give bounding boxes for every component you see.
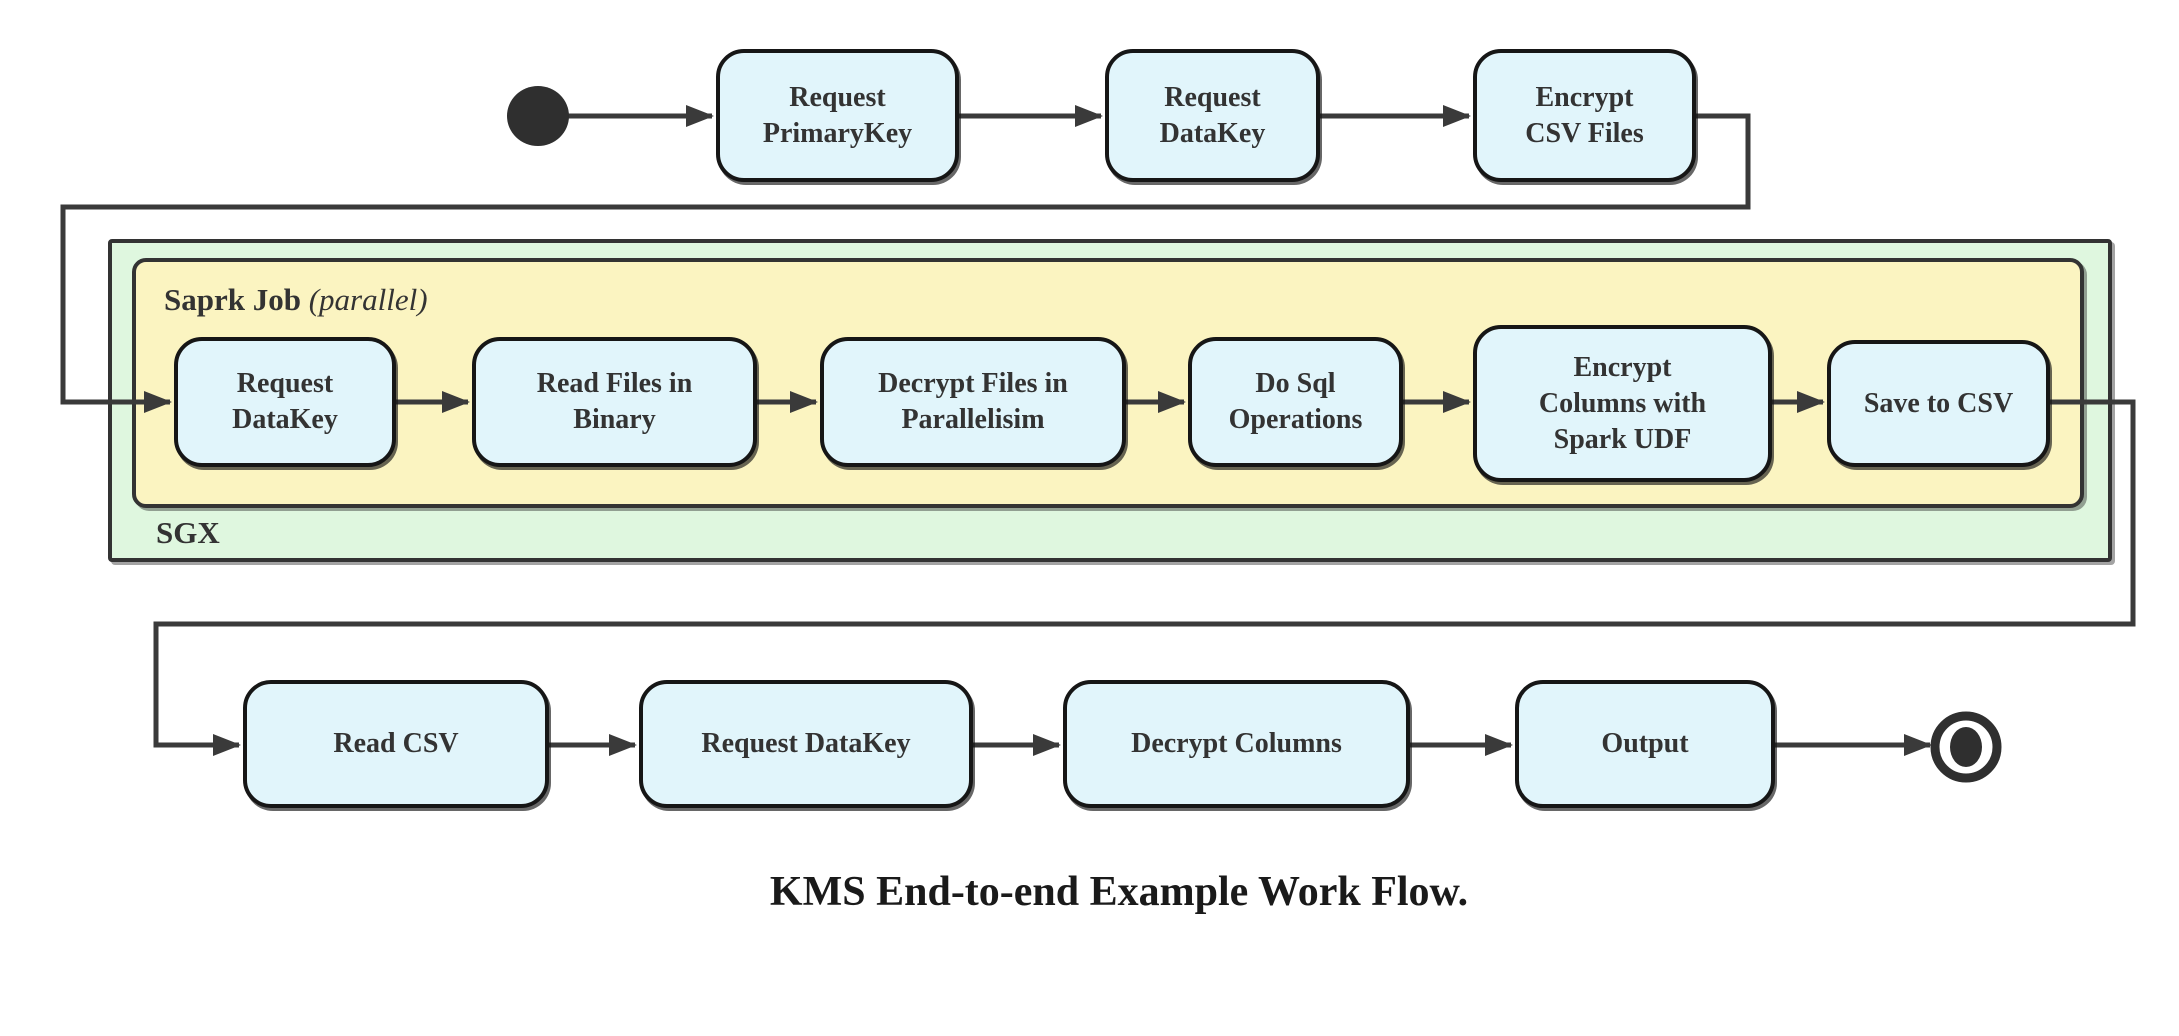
node-label-line: CSV Files: [1525, 117, 1644, 149]
node-label-line: Decrypt Columns: [1131, 728, 1342, 759]
node-label-line: Request DataKey: [701, 728, 911, 759]
node-label-line: Operations: [1228, 404, 1363, 435]
node-label-line: Request: [789, 81, 886, 113]
node-label-line: Request: [236, 368, 334, 399]
node-label-line: Output: [1601, 728, 1689, 759]
node-output: Output: [1515, 680, 1775, 808]
node-label-line: Binary: [573, 404, 656, 435]
node-label-line: Read CSV: [333, 728, 459, 759]
node-label-line: DataKey: [232, 404, 338, 435]
node-label-line: Encrypt: [1535, 81, 1634, 113]
node-read-files-in-binary: Read Files in Binary: [472, 337, 757, 467]
node-label-line: Decrypt Files in: [878, 368, 1068, 399]
node-label-line: PrimaryKey: [762, 117, 913, 149]
spark-job-label-italic: (parallel): [308, 282, 428, 317]
sgx-container-label: SGX: [156, 515, 220, 550]
node-label-line: Spark UDF: [1553, 423, 1692, 455]
edge-encrypt-csv-to-sgx-request: [60, 113, 1751, 413]
node-label-line: Do Sql: [1255, 368, 1336, 399]
spark-job-container-label: Saprk Job (parallel): [164, 282, 428, 318]
node-label-line: Parallelisim: [901, 404, 1045, 435]
node-label-line: DataKey: [1159, 117, 1266, 149]
node-save-to-csv: Save to CSV: [1827, 340, 2050, 467]
node-label-line: Columns with: [1538, 387, 1707, 419]
node-label-line: Read Files in: [536, 368, 693, 399]
node-label-line: Request: [1164, 81, 1261, 113]
end-node-dot: [1950, 727, 1982, 767]
node-request-datakey-bottom: Request DataKey: [639, 680, 973, 808]
node-read-csv: Read CSV: [243, 680, 549, 808]
spark-job-label-bold: Saprk Job: [164, 282, 301, 317]
node-label-line: Encrypt: [1573, 351, 1672, 383]
node-label-line: Save to CSV: [1863, 387, 2014, 419]
diagram-caption: KMS End-to-end Example Work Flow.: [769, 869, 1469, 915]
edge-save-csv-to-read-csv: [153, 399, 2136, 756]
node-decrypt-columns: Decrypt Columns: [1063, 680, 1410, 808]
start-node: [507, 86, 569, 146]
node-decrypt-files-in-parallelisim: Decrypt Files in Parallelisim: [820, 337, 1126, 467]
